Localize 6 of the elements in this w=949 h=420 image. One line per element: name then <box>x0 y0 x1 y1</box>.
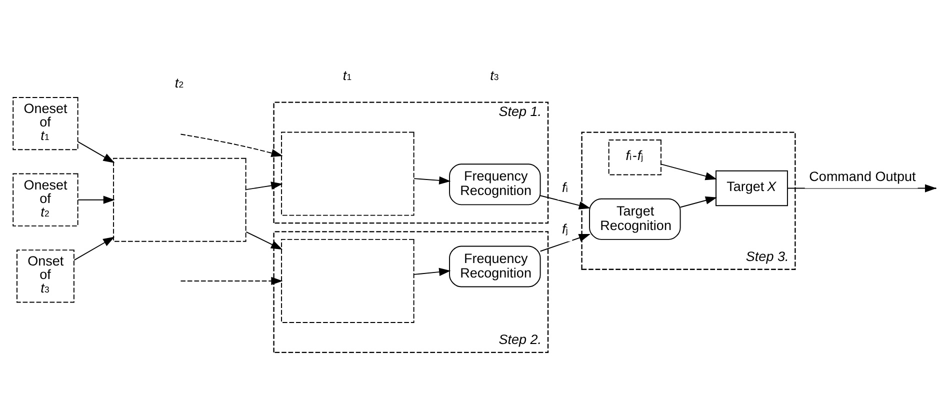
edge-label: fj <box>562 221 568 236</box>
edge-label: Command Output <box>809 169 916 184</box>
label: t2 <box>174 76 184 91</box>
edge-label: fi <box>562 180 568 195</box>
label: t1 <box>342 68 352 83</box>
label: t3 <box>490 68 499 83</box>
